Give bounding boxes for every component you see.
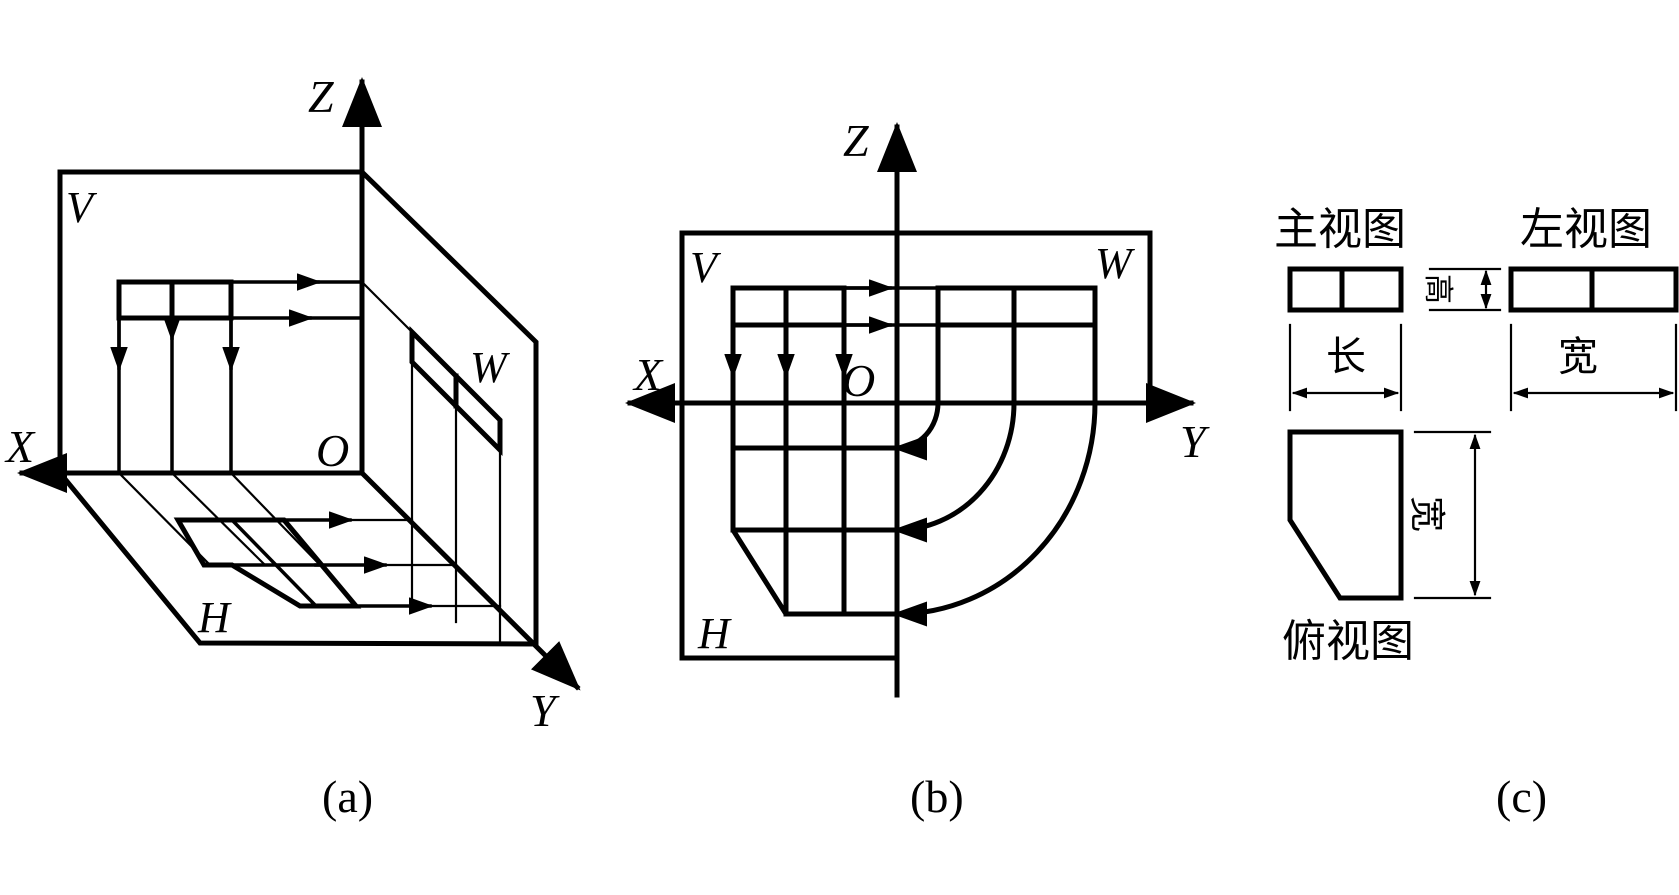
label-axis-x: X	[4, 421, 36, 472]
label-dim-height: 高	[1421, 274, 1454, 304]
plane-h-frame	[679, 400, 900, 661]
top-view	[1287, 429, 1404, 601]
front-view-on-v	[116, 279, 234, 321]
top-view-divider	[229, 517, 319, 609]
label-dim-width-top: 宽	[1407, 496, 1447, 532]
label-plane-v: V	[690, 243, 722, 292]
label-plane-w: W	[1095, 239, 1135, 288]
label-plane-w: W	[470, 343, 510, 392]
front-view	[1287, 266, 1404, 313]
rotation-arc	[892, 400, 1017, 543]
caption-c: (c)	[1496, 771, 1547, 822]
label-origin: O	[316, 425, 349, 476]
caption-b: (b)	[910, 771, 964, 822]
panel-a-oblique-projection: Z V W O X H Y (a)	[4, 71, 581, 822]
w-projector	[360, 280, 414, 334]
top-view	[730, 445, 900, 617]
plane-v-outline	[57, 169, 365, 476]
plane-h-outline	[56, 469, 539, 647]
label-top-view: 俯视图	[1282, 617, 1414, 666]
plane-w-outline	[358, 168, 539, 647]
rotation-arc	[892, 400, 941, 461]
label-axis-x: X	[632, 349, 664, 400]
label-dim-width-left: 宽	[1558, 334, 1598, 379]
label-axis-y: Y	[530, 685, 560, 736]
plane-v-frame	[679, 230, 1153, 406]
panel-c-three-views: 主视图 左视图 长 高 宽 宽 俯视图 (c)	[1274, 205, 1679, 822]
label-axis-y: Y	[1180, 416, 1210, 467]
label-left-view: 左视图	[1520, 205, 1652, 254]
label-plane-v: V	[66, 183, 98, 232]
rotation-arc	[892, 400, 1098, 627]
label-origin: O	[842, 355, 875, 406]
label-plane-h: H	[197, 593, 232, 642]
axis-y-line	[358, 469, 581, 691]
label-axis-z: Z	[843, 115, 869, 166]
label-axis-z: Z	[308, 71, 334, 122]
label-dim-length: 长	[1326, 334, 1366, 379]
panel-b-unfolded-projection: Z V W X O Y H (b)	[625, 115, 1210, 822]
label-front-view: 主视图	[1274, 205, 1406, 254]
label-plane-h: H	[697, 609, 732, 658]
caption-a: (a)	[322, 771, 373, 822]
